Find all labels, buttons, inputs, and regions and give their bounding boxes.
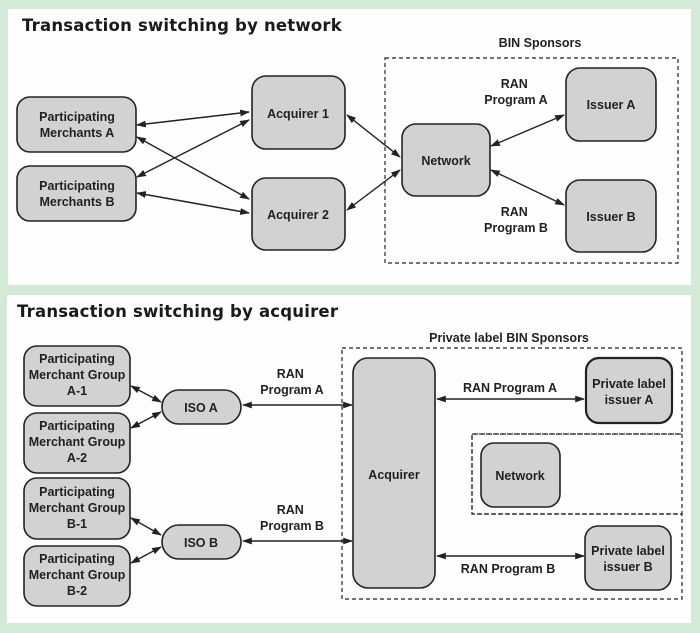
bin-sponsors-label: BIN Sponsors	[499, 36, 582, 50]
network-edges	[136, 109, 565, 215]
svg-text:ISO B: ISO B	[184, 536, 218, 550]
node-acquirer-1: Acquirer 1	[251, 75, 346, 150]
node-network-bottom: Network	[480, 442, 561, 508]
edge-group-a1-iso-a	[130, 385, 162, 403]
edge-network-issuer-b	[490, 169, 565, 206]
iso-ran-program-a-label: RAN Program A	[260, 367, 323, 397]
issuer-ran-program-a-label: RAN Program A	[463, 381, 557, 395]
svg-text:Network: Network	[495, 469, 544, 483]
node-acquirer: Acquirer	[352, 357, 436, 589]
svg-text:Acquirer 1: Acquirer 1	[267, 107, 329, 121]
node-acquirer-2: Acquirer 2	[251, 177, 346, 251]
issuer-ran-program-b-label: RAN Program B	[461, 562, 555, 576]
edge-merchants-b-acquirer-2	[136, 191, 250, 215]
edge-acquirer-1-network	[346, 114, 401, 158]
network-group	[471, 433, 683, 515]
acquirer-edges	[130, 385, 585, 564]
bin-sponsors-group: BIN Sponsors	[384, 36, 679, 264]
edge-merchants-a-acquirer-1	[136, 109, 250, 128]
network-switching-title: Transaction switching by network	[22, 16, 342, 35]
svg-text:Network: Network	[421, 154, 470, 168]
edge-network-issuer-a	[490, 114, 565, 147]
edge-group-b1-iso-b	[130, 517, 162, 536]
iso-ran-program-b-label: RAN Program B	[260, 503, 324, 533]
svg-text:ISO A: ISO A	[184, 401, 218, 415]
node-issuer-a: Issuer A	[565, 67, 657, 142]
edge-merchants-b-acquirer-1	[136, 119, 250, 178]
edge-group-a2-iso-a	[130, 411, 162, 429]
node-network: Network	[401, 123, 491, 197]
ran-program-a-label: RAN Program A	[484, 77, 547, 107]
ran-program-b-label: RAN Program B	[484, 205, 548, 235]
acquirer-switching-title: Transaction switching by acquirer	[17, 302, 339, 321]
svg-text:Issuer B: Issuer B	[586, 210, 635, 224]
node-iso-a: ISO A	[161, 389, 242, 425]
node-issuer-b: Issuer B	[565, 179, 657, 253]
svg-text:Acquirer 2: Acquirer 2	[267, 208, 329, 222]
edge-group-b2-iso-b	[130, 546, 162, 564]
svg-text:Issuer A: Issuer A	[587, 98, 636, 112]
node-iso-b: ISO B	[161, 524, 242, 560]
private-label-bin-sponsors-label: Private label BIN Sponsors	[429, 331, 589, 345]
svg-text:Acquirer: Acquirer	[368, 468, 420, 482]
edge-acquirer-2-network	[346, 169, 401, 211]
